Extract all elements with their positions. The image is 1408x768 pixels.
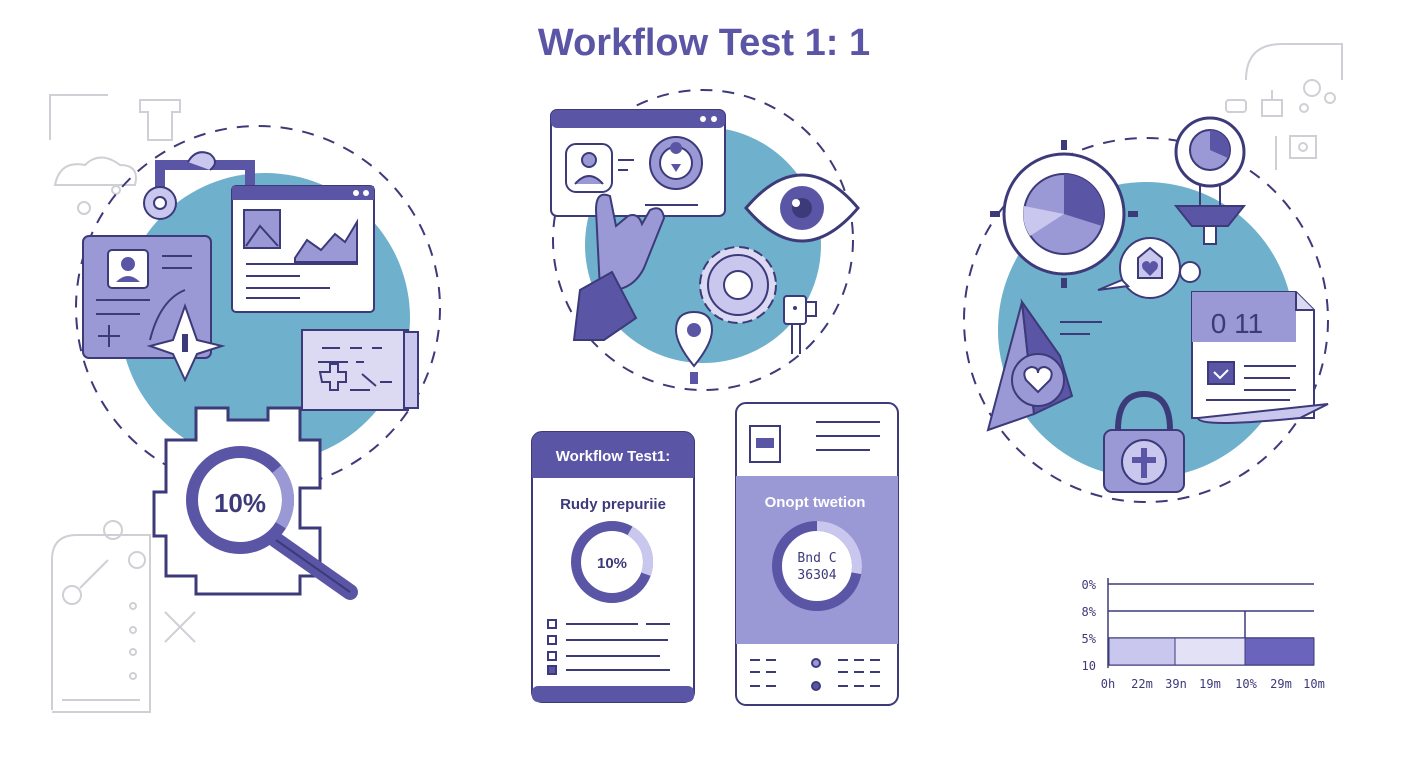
blueprint-document-icon xyxy=(301,329,419,411)
phone-right-donut-line1: Bnd C xyxy=(797,551,836,566)
hand-pointer-icon xyxy=(572,193,666,341)
location-pin-icon xyxy=(674,310,714,384)
chart-bar xyxy=(1108,637,1176,666)
gear-magnifier-icon xyxy=(152,406,358,600)
chart-x-tick: 10% xyxy=(1235,677,1257,691)
heart-bubble-icon xyxy=(1097,237,1201,299)
chart-x-tick: 29m xyxy=(1270,677,1292,691)
phone-right-band-title: Onopt twetion xyxy=(765,494,866,511)
target-pie-icon xyxy=(990,140,1138,288)
phone-card-left xyxy=(531,431,695,703)
chart-bar xyxy=(1244,637,1315,666)
dashed-orbit-right xyxy=(963,137,1329,503)
eye-icon xyxy=(744,173,860,243)
right-cluster: 0 11 xyxy=(963,43,1343,503)
pipe-gear-icon xyxy=(143,151,255,220)
dashed-orbit xyxy=(75,125,441,491)
chart-y-tick: 8% xyxy=(1082,605,1097,619)
chart-bar xyxy=(1174,637,1246,666)
chart-x-tick: 22m xyxy=(1131,677,1153,691)
chart-y-tick: 5% xyxy=(1082,632,1097,646)
robot-mug-icon xyxy=(783,295,817,354)
page-title: Workflow Test 1: 1 xyxy=(537,22,871,64)
phone-left-donut-label: 10% xyxy=(597,555,627,572)
chart-x-tick: 0h xyxy=(1101,677,1115,691)
chart-y-tick: 0% xyxy=(1082,578,1097,592)
magnifier-percent-label: 10% xyxy=(214,488,266,518)
chart-y-tick: 10 xyxy=(1082,659,1096,673)
gear-icon xyxy=(699,246,777,324)
decorative-lineart-topleft xyxy=(49,94,181,215)
chart-x-tick: 19m xyxy=(1199,677,1221,691)
phone-left-header: Workflow Test1: xyxy=(556,448,670,465)
calendar-document-icon xyxy=(1191,291,1329,424)
phone-right-donut-line2: 36304 xyxy=(797,568,836,583)
dashboard-window-icon xyxy=(550,109,726,217)
lightbulb-pie-icon xyxy=(1173,116,1247,245)
decorative-lineart-bottomleft xyxy=(51,520,196,713)
heart-prism-icon xyxy=(986,298,1102,432)
compass-star-icon xyxy=(146,302,226,383)
center-cluster xyxy=(550,89,860,391)
calendar-number: 0 11 xyxy=(1211,308,1263,339)
browser-chart-icon xyxy=(231,185,375,313)
chart-x-tick: 10m xyxy=(1303,677,1325,691)
phone-card-right xyxy=(735,402,899,706)
mini-bar-chart xyxy=(1107,578,1315,668)
decorative-lineart-topright xyxy=(1225,43,1343,170)
left-cluster: 10% xyxy=(49,94,441,713)
phone-left-subtitle: Rudy prepuriie xyxy=(560,496,666,513)
padlock-icon xyxy=(1103,390,1185,493)
dashed-orbit-center xyxy=(552,89,854,391)
chart-x-tick: 39n xyxy=(1165,677,1187,691)
